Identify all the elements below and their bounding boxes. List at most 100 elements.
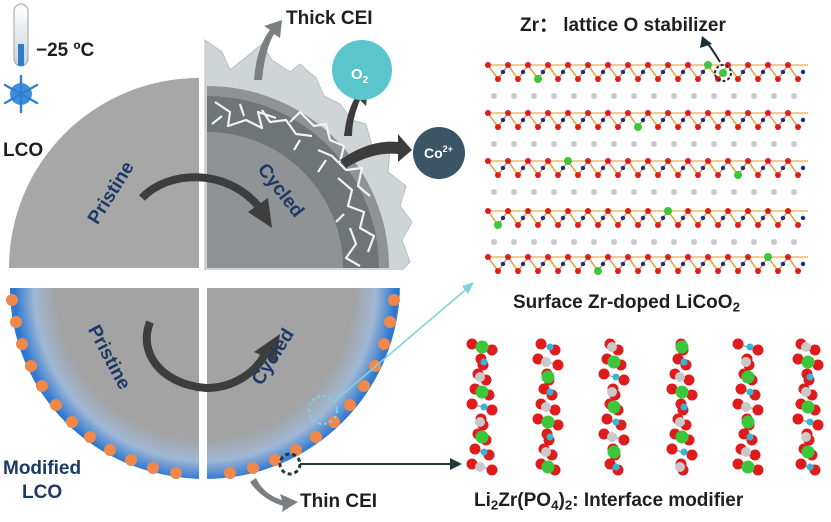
oxygen-atom — [645, 208, 651, 214]
oxygen-atom — [555, 172, 561, 178]
cobalt-atom — [680, 117, 686, 123]
oxygen-atom — [666, 383, 678, 395]
zr-atom — [801, 355, 815, 369]
oxygen-atom — [485, 208, 491, 214]
oxygen-atom — [598, 368, 610, 380]
oxygen-atom — [755, 76, 761, 82]
oxygen-atom — [775, 172, 781, 178]
oxygen-atom — [775, 76, 781, 82]
oxygen-atom — [752, 404, 764, 416]
phosphorus-atom — [612, 463, 620, 471]
cobalt-atom — [720, 215, 726, 221]
lithium-atom — [711, 141, 717, 147]
formula-sub-li: 2 — [490, 497, 499, 513]
cobalt-atom — [740, 69, 746, 75]
lithium-atom — [531, 239, 537, 245]
oxygen-atom — [485, 254, 491, 260]
oxygen-atom — [598, 428, 610, 440]
lithium-atom — [607, 342, 617, 352]
oxygen-atom — [469, 443, 481, 455]
cobalt-atom — [700, 165, 706, 171]
oxygen-atom — [735, 268, 741, 274]
oxygen-atom — [795, 172, 801, 178]
cobalt-atom — [560, 261, 566, 267]
lithium-atom — [551, 189, 557, 195]
oxygen-atom — [675, 172, 681, 178]
cobalt-atom — [800, 165, 806, 171]
zr-atom — [564, 157, 572, 165]
oxygen-atom — [495, 124, 501, 130]
zr-highlight-circle — [714, 64, 732, 82]
cobalt-atom — [640, 261, 646, 267]
cobalt-atom — [640, 165, 646, 171]
oxygen-atom — [545, 254, 551, 260]
oxygen-atom — [645, 158, 651, 164]
oxygen-atom — [675, 124, 681, 130]
lithium-atom — [651, 239, 657, 245]
lithium-atom — [675, 372, 685, 382]
oxygen-atom — [545, 158, 551, 164]
lithium-atom — [675, 417, 685, 427]
oxygen-atom — [725, 208, 731, 214]
oxygen-atom — [565, 110, 571, 116]
lithium-atom — [511, 189, 517, 195]
zr-atom — [534, 75, 542, 83]
oxygen-atom — [595, 172, 601, 178]
oxygen-atom — [812, 359, 824, 371]
crack-network — [211, 101, 376, 267]
zr-atom — [741, 460, 755, 474]
cobalt-atom — [780, 261, 786, 267]
oxygen-atom — [665, 158, 671, 164]
co-label: Co2+ — [424, 144, 453, 161]
oxygen-atom — [615, 172, 621, 178]
oxygen-atom — [745, 208, 751, 214]
lithium-atom — [801, 432, 811, 442]
oxygen-atom — [645, 254, 651, 260]
lithium-atom — [591, 239, 597, 245]
oxygen-atom — [525, 158, 531, 164]
cobalt-atom — [540, 215, 546, 221]
cobalt-atom — [800, 117, 806, 123]
cobalt-atom — [520, 215, 526, 221]
lithium-atom — [711, 189, 717, 195]
oxygen-atom — [525, 62, 531, 68]
cobalt-atom — [520, 261, 526, 267]
oxygen-atom — [625, 158, 631, 164]
cobalt-atom — [800, 215, 806, 221]
lithium-atom — [741, 357, 751, 367]
oxygen-atom — [765, 208, 771, 214]
formula-part-close: ) — [558, 490, 565, 511]
oxygen-atom — [749, 449, 761, 461]
oxygen-atom — [705, 158, 711, 164]
o2-label: O2 — [351, 66, 369, 86]
oxygen-atom — [795, 76, 801, 82]
oxygen-atom — [625, 254, 631, 260]
phosphorus-atom — [546, 433, 554, 441]
oxygen-atom — [675, 76, 681, 82]
cobalt-atom — [540, 165, 546, 171]
oxygen-atom — [515, 222, 521, 228]
lithium-atom — [475, 372, 485, 382]
cobalt-atom — [760, 215, 766, 221]
lithium-atom — [475, 462, 485, 472]
lithium-atom — [511, 141, 517, 147]
lithium-atom — [791, 189, 797, 195]
oxygen-atom — [466, 398, 478, 410]
interface-modifier-structure — [466, 338, 824, 476]
oxygen-atom — [745, 110, 751, 116]
zr-atom — [541, 415, 555, 429]
oxygen-atom — [715, 268, 721, 274]
zr-atom-highlight — [719, 69, 727, 77]
oxygen-atom — [765, 158, 771, 164]
oxygen-atom — [635, 76, 641, 82]
cobalt-atom — [620, 117, 626, 123]
cobalt-atom — [680, 165, 686, 171]
cobalt-atom — [500, 165, 506, 171]
phosphorus-atom — [480, 448, 488, 456]
oxygen-atom — [485, 62, 491, 68]
phosphorus-atom — [480, 358, 488, 366]
cobalt-atom — [800, 261, 806, 267]
snowflake-icon — [3, 74, 39, 114]
cobalt-atom — [800, 69, 806, 75]
zr-atom — [594, 267, 602, 275]
